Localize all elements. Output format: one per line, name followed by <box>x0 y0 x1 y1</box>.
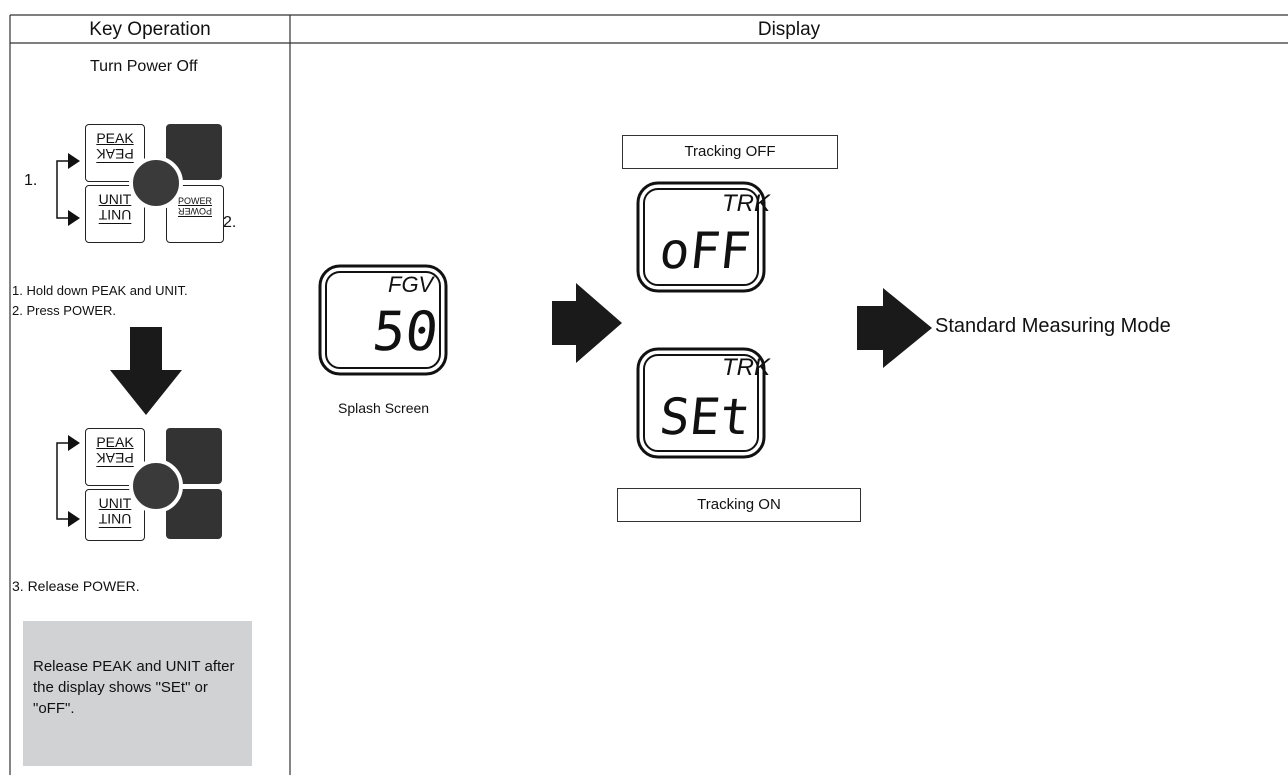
instruction-3: 3. Release POWER. <box>12 578 140 594</box>
unit-key-label-inverted: UNIT <box>98 207 132 223</box>
unit-key-2-label-inverted: UNIT <box>98 511 132 527</box>
splash-lcd-value: 50 <box>369 300 442 363</box>
tracking-off-lcd <box>636 181 766 293</box>
splash-caption: Splash Screen <box>338 400 430 416</box>
tracking-off-lcd-value: oFF <box>656 222 754 280</box>
splash-lcd <box>318 264 448 376</box>
turn-power-off-title: Turn Power Off <box>90 58 198 75</box>
instruction-1: 1. Hold down PEAK and UNIT. <box>12 283 188 298</box>
unit-key-label: UNIT <box>98 191 132 207</box>
tracking-off-lcd-top: TRK <box>722 190 770 217</box>
tracking-on-lcd <box>636 347 766 459</box>
instruction-2: 2. Press POWER. <box>12 303 117 318</box>
power-key-label: POWER <box>177 196 212 206</box>
note-box: Release PEAK and UNIT after the display … <box>23 621 252 766</box>
right-arrow-2 <box>857 288 932 368</box>
header-display: Display <box>757 19 821 40</box>
unit-key-2-label: UNIT <box>98 495 132 511</box>
tracking-off-label: Tracking OFF <box>622 135 838 169</box>
tracking-on-lcd-top: TRK <box>722 354 770 381</box>
power-key-label-inverted: POWER <box>178 206 213 216</box>
peak-key-label-inverted: PEAK <box>96 146 134 162</box>
step1-marker: 1. <box>24 172 38 189</box>
center-dial-2[interactable] <box>129 459 183 513</box>
tracking-on-lcd-value: SEt <box>656 388 754 446</box>
bracket-arrows-2 <box>56 435 80 527</box>
peak-key-2-label-inverted: PEAK <box>96 450 134 466</box>
peak-key-label: PEAK <box>96 130 134 146</box>
step2-marker: 2. <box>223 214 237 231</box>
right-arrow-1 <box>552 283 622 363</box>
tracking-on-label: Tracking ON <box>617 488 861 522</box>
note-text: Release PEAK and UNIT after the display … <box>33 658 235 717</box>
bracket-arrows-1 <box>56 153 80 226</box>
standard-measuring-mode: Standard Measuring Mode <box>935 315 1171 337</box>
splash-lcd-top: FGV <box>388 272 434 297</box>
header-key-operation: Key Operation <box>89 19 211 40</box>
center-dial[interactable] <box>129 156 183 210</box>
down-arrow <box>110 327 182 415</box>
peak-key-2-label: PEAK <box>96 434 134 450</box>
